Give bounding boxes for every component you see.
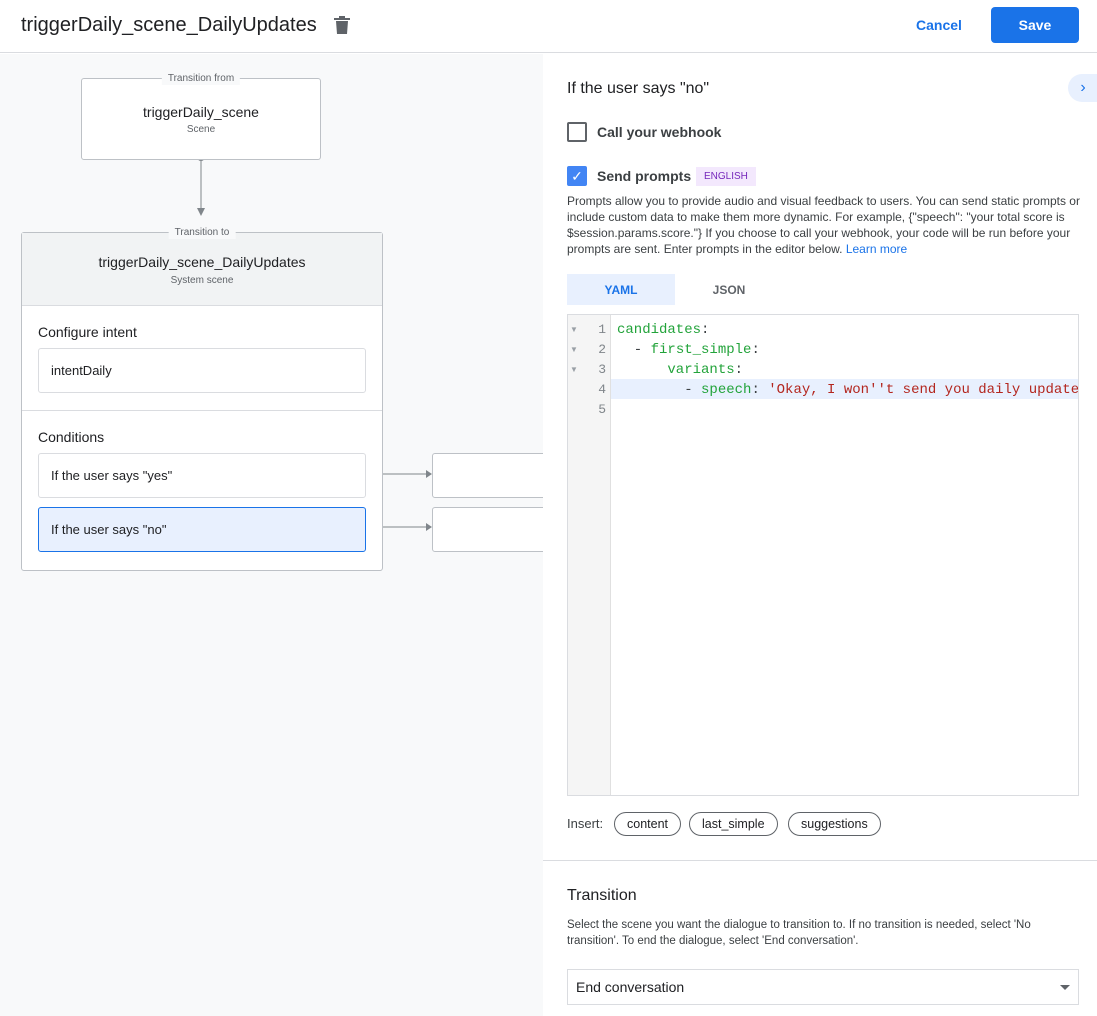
flow-canvas: Transition from triggerDaily_scene Scene… [0, 54, 543, 1016]
code-token: : [734, 362, 744, 378]
details-panel: If the user says "no" › Call your webhoo… [543, 54, 1097, 1016]
transition-from-node[interactable]: Transition from triggerDaily_scene Scene [81, 73, 321, 160]
tab-yaml[interactable]: YAML [567, 274, 675, 305]
code-line[interactable] [617, 400, 1078, 420]
scene-title: triggerDaily_scene_DailyUpdates [21, 13, 317, 36]
dropdown-arrow-icon [1060, 985, 1070, 995]
code-token: variants [617, 362, 735, 378]
code-line[interactable]: variants: [617, 360, 1078, 380]
tab-json[interactable]: JSON [712, 282, 746, 297]
code-line[interactable]: - first_simple: [617, 340, 1078, 360]
learn-more-link[interactable]: Learn more [845, 242, 908, 256]
transition-heading: Transition [567, 887, 637, 904]
save-button[interactable]: Save [991, 7, 1079, 43]
insert-chip-last-simple[interactable]: last_simple [689, 812, 778, 836]
code-token: speech [701, 382, 752, 398]
webhook-label: Call your webhook [597, 124, 722, 140]
transition-to-node: Transition to triggerDaily_scene_DailyUp… [21, 227, 383, 571]
conditions-heading: Conditions [38, 429, 105, 445]
code-editor[interactable]: ▼▼▼ 1 2 3 4 5 candidates: - first_simple: va… [567, 314, 1079, 796]
target-node-no[interactable] [432, 507, 543, 552]
code-token: - [617, 342, 651, 358]
configure-intent-heading: Configure intent [38, 324, 137, 340]
chevron-right-icon: › [1080, 79, 1086, 96]
code-lines[interactable]: candidates: - first_simple: variants: - … [617, 320, 1079, 420]
divider [543, 860, 1097, 861]
header: triggerDaily_scene_DailyUpdates Cancel S… [0, 0, 1097, 53]
line-number: 1 [598, 322, 606, 337]
code-line[interactable]: candidates: [617, 320, 1078, 340]
language-badge: ENGLISH [696, 167, 756, 186]
target-node-yes[interactable] [432, 453, 543, 498]
code-token: candidates [617, 322, 702, 338]
prompts-label: Send prompts [597, 168, 692, 184]
transition-from-label: Transition from [161, 73, 241, 85]
cancel-button[interactable]: Cancel [905, 8, 973, 42]
line-numbers: 1 2 3 4 5 [578, 320, 606, 420]
transition-to-label: Transition to [168, 227, 236, 239]
intent-field[interactable]: intentDaily [38, 348, 366, 393]
code-token: : [751, 342, 760, 358]
title-row: triggerDaily_scene_DailyUpdates [21, 0, 351, 50]
panel-title: If the user says "no" [567, 80, 710, 97]
insert-chip-content[interactable]: content [614, 812, 682, 836]
webhook-checkbox[interactable] [567, 122, 587, 142]
collapse-panel-button[interactable]: › [1068, 74, 1097, 102]
prompts-checkbox[interactable]: ✓ [567, 166, 587, 186]
transition-selected: End conversation [576, 979, 685, 995]
line-number: 4 [598, 382, 606, 397]
trash-icon[interactable] [333, 15, 351, 35]
from-scene-name: triggerDaily_scene [143, 104, 259, 120]
line-number: 2 [598, 342, 606, 357]
transition-description: Select the scene you want the dialogue t… [567, 919, 1031, 947]
prompts-description: Prompts allow you to provide audio and v… [567, 193, 1082, 257]
code-token: : [751, 382, 769, 398]
code-token: : [701, 322, 710, 338]
transition-select[interactable]: End conversation [567, 969, 1079, 1005]
from-scene-type: Scene [186, 124, 216, 135]
code-token: first_simple [650, 342, 752, 358]
code-token: - [617, 382, 702, 398]
code-line[interactable]: - speech: 'Okay, I won''t send you daily… [617, 380, 1079, 400]
to-scene-name: triggerDaily_scene_DailyUpdates [98, 254, 306, 270]
to-scene-type: System scene [170, 275, 234, 286]
condition-yes[interactable]: If the user says "yes" [38, 453, 366, 498]
line-number: 5 [598, 402, 606, 417]
code-token: 'Okay, I won''t send you daily update [768, 382, 1079, 398]
fold-arrows[interactable]: ▼▼▼ [570, 325, 578, 374]
condition-no[interactable]: If the user says "no" [38, 507, 366, 552]
insert-chip-suggestions[interactable]: suggestions [788, 812, 881, 836]
insert-label: Insert: [567, 816, 604, 831]
description-text: Prompts allow you to provide audio and v… [567, 194, 1080, 256]
line-number: 3 [598, 362, 606, 377]
